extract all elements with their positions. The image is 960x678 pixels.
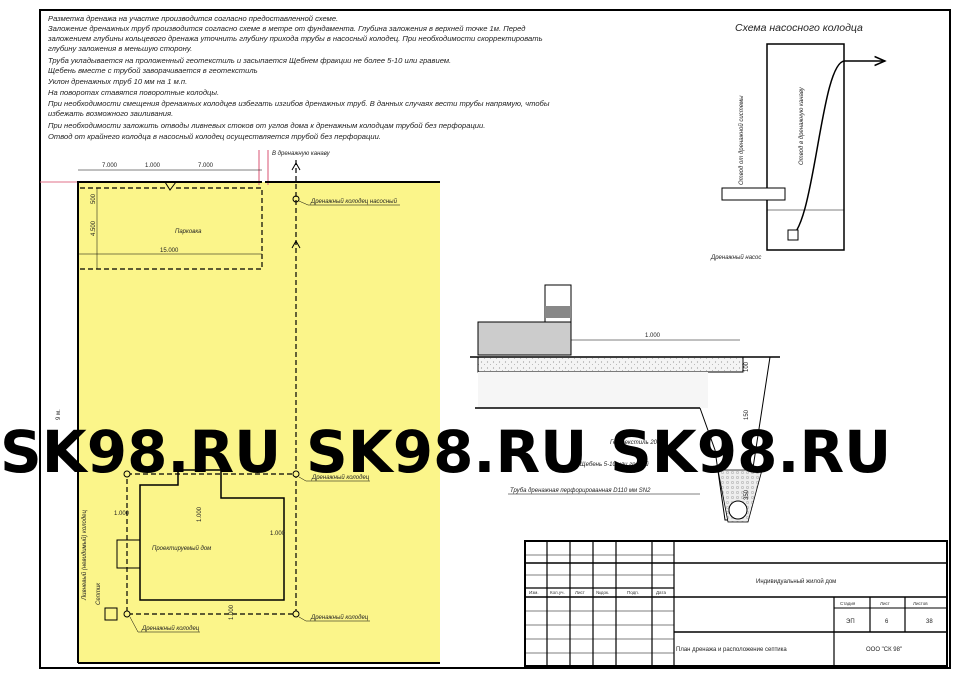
sheet-frame [39,9,951,669]
drain-section: 1.000 100 150 350 Геотекстиль 200 Щебень… [470,284,780,523]
label: 1.000 [229,604,235,620]
note-line: Труба укладывается на проложенный геотек… [48,56,451,65]
dim-label: 1.000 [145,163,161,169]
dim-label: 7.000 [102,163,118,169]
dim-label: 100 [744,361,750,372]
sheet-header: Лист [880,601,890,606]
scheme-title: Схема насосного колодца [735,22,863,34]
note-line: При необходимости заложить отводы ливнев… [48,121,485,130]
dim-label: 150 [744,409,750,420]
watermark: SK98.RU SK98.RU SK98.RU [0,418,891,486]
geotextile-label: Геотекстиль 200 [610,440,661,446]
pump-well-label: Дренажный колодец насосный [310,198,398,205]
note-line: При необходимости смещения дренажных кол… [48,99,550,108]
dim-label: 7.000 [198,163,214,169]
label: SK98.RU [610,418,891,486]
note-line: Заложение дренажных труб производится со… [48,24,526,33]
septic-label: Септик [96,582,102,605]
title-block: Изм. Кол.уч. Лист №док. Подп. Дата Индив… [524,540,948,667]
gravel-label: Щебень 5-10 или гравий [580,461,649,468]
pipe-label: Труба дренажная перфорированная D110 мм … [510,488,651,494]
dim-label: 15.000 [160,248,179,254]
drain-well-marker [123,610,131,618]
pump-label: Дренажный насос [710,254,761,261]
well-label: Дренажный колодец [141,625,200,632]
parking-label: Парковка [175,229,202,235]
col-header: Подп. [627,590,639,595]
note-line: Щебень вместе с трубой заворачивается в … [48,66,258,75]
dim-label: 1.000 [645,333,661,339]
note-line: глубину заложения в меньшую сторону. [48,44,192,53]
col-header: №док. [596,590,609,595]
outlet-label: Отвод в дренажную канаву [799,86,805,165]
septic-marker [104,607,118,621]
inlet-label: Отвод от дренажной системы [738,95,745,185]
pump-marker [787,229,799,241]
drain-well-marker [292,470,300,478]
note-line: На поворотах ставятся поворотные колодцы… [48,88,219,97]
plot-side-dim: 9 м. [56,409,62,420]
sheets-header: Листов [913,601,928,606]
plot-area [78,182,440,663]
general-notes: Разметка дренажа на участке производится… [47,14,550,141]
note-line: заложением глубины кольцевого дренажа ут… [47,34,543,43]
label: 1.000 [197,506,203,522]
note-line: Отвод от крайнего колодца в насосный кол… [48,132,381,141]
pump-well-marker [292,195,300,203]
to-ditch-label: В дренажную канаву [272,151,331,157]
label: SK98.RU [306,418,587,486]
note-line: Разметка дренажа на участке производится… [48,14,338,23]
stage-header: Стадия [840,601,856,606]
pump-well-scheme: Схема насосного колодца Отвод от дренажн… [710,22,885,261]
col-header: Дата [656,590,666,595]
well-label: Дренажный колодец [310,614,369,621]
label: 1.000 [270,531,286,537]
house-outline [139,469,285,601]
label: 1.000 [114,511,130,517]
pipe-marker [728,500,748,520]
col-header: Изм. [529,590,539,595]
dim-label: 4.500 [91,220,97,236]
label: SK98.RU [0,418,281,486]
dim-label: 350 [744,489,750,500]
note-line: избежать возможного заиливания. [48,109,173,118]
company-name: ООО "СК 98" [866,647,902,653]
house-label: Проектируемый дом [152,545,211,552]
rain-well-label: Ливневый (невидимый) колодец [81,510,88,601]
col-header: Лист [575,590,585,595]
dim-label: 500 [91,193,97,204]
col-header: Кол.уч. [550,590,565,595]
well-label: Дренажный колодец [311,474,370,481]
drawing-name: План дренажа и расположение септика [676,647,787,653]
note-line: Уклон дренажных труб 10 мм на 1 м.п. [47,77,187,86]
site-plan: В дренажную канаву 7.000 1.000 7.000 Пар… [40,150,440,664]
sheet-value: 6 [885,619,889,625]
project-name: Индивидуальный жилой дом [756,578,836,585]
stage-value: ЭП [846,619,855,625]
drain-well-marker [292,610,300,618]
sheets-value: 38 [926,619,933,625]
